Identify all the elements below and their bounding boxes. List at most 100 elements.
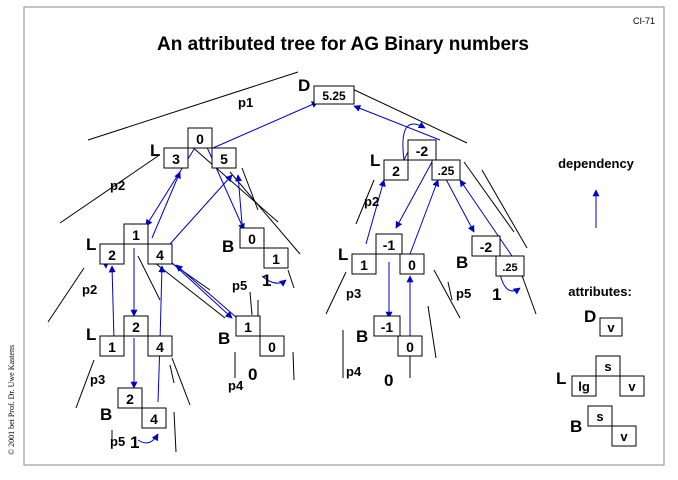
copyright-note: © 2001 bei Prof. Dr. Uwe Kastens (7, 345, 16, 455)
attr-box-s (235, 315, 261, 337)
attr-value-s: 0 (248, 231, 256, 247)
attr-box-lg (99, 243, 125, 265)
legend-attributes-label: attributes: (568, 284, 632, 299)
node-b-left-low: B 2 4 p5 1 (100, 387, 167, 452)
node-b-right: B -2 .25 p5 1 (456, 235, 525, 304)
attr-value-s: 1 (244, 319, 252, 335)
node-l-left-top: L 0 3 5 p2 (110, 127, 237, 193)
digit-leaf: 0 (248, 365, 257, 384)
attr-value-v: .25 (438, 164, 455, 178)
digit-leaf: 1 (492, 285, 501, 304)
node-symbol: L (150, 141, 160, 160)
attr-value-v: .25 (502, 262, 517, 274)
legend-l-box-s (595, 355, 621, 377)
attr-box-v (147, 335, 173, 357)
attr-value-lg: 1 (108, 339, 116, 355)
attr-box-lg (99, 335, 125, 357)
node-symbol: L (338, 245, 348, 264)
attr-box-s (187, 127, 213, 149)
node-l-left-mid: L 1 2 4 p2 (82, 223, 173, 297)
attr-box-s (471, 235, 501, 257)
production-label: p4 (346, 364, 362, 379)
attr-value-v: 4 (150, 411, 158, 427)
attr-box-v (211, 147, 237, 169)
attr-value-v: 1 (272, 251, 280, 267)
node-l-left-low: L 2 1 4 p3 (86, 315, 173, 387)
legend-d-symbol: D (584, 307, 596, 326)
node-b-left-mid: B 1 0 p4 0 (218, 315, 285, 393)
attr-box-s (375, 233, 403, 255)
attr-box-lg (163, 147, 189, 169)
attr-box-s (123, 223, 149, 245)
legend-dependency-label: dependency (558, 156, 635, 171)
node-b-right-low: B -1 0 p4 0 (346, 315, 423, 390)
attr-box-v (397, 335, 423, 357)
digit-leaf: 0 (384, 371, 393, 390)
legend: dependency attributes: D v L s lg v B s … (556, 156, 645, 447)
legend-l-box-lg (571, 375, 597, 397)
node-l-right-low: L -1 1 0 p3 (338, 233, 425, 301)
attr-value-s: -1 (383, 237, 396, 253)
production-label: p5 (232, 278, 247, 293)
production-label: p2 (110, 178, 125, 193)
legend-b-slot-v: v (620, 429, 628, 444)
attr-value-v: 0 (408, 257, 416, 273)
attr-value-s: 2 (126, 391, 134, 407)
node-symbol: B (456, 253, 468, 272)
attr-box-v (399, 253, 425, 275)
attr-box-s (407, 139, 437, 161)
production-label: p5 (110, 434, 125, 449)
node-b-left-top: B 0 1 p5 1 (222, 227, 289, 293)
legend-d-box-v (599, 317, 623, 337)
attr-box-v (147, 243, 173, 265)
attr-value-s: -1 (381, 319, 394, 335)
attr-box-v (263, 247, 289, 269)
production-label: p3 (90, 372, 105, 387)
node-symbol: D (298, 76, 310, 95)
slide-id: CI-71 (633, 16, 655, 26)
attr-box-s (373, 315, 401, 337)
attr-value-v: 0 (268, 339, 276, 355)
production-label: p2 (82, 282, 97, 297)
legend-l-symbol: L (556, 369, 566, 388)
attr-value-v: 4 (156, 247, 164, 263)
attr-box-lg (383, 159, 409, 181)
attr-value-v: 5.25 (322, 89, 346, 103)
attr-value-s: 0 (196, 131, 204, 147)
attr-box-v (259, 335, 285, 357)
production-label: p3 (346, 286, 361, 301)
legend-l-slot-lg: lg (578, 379, 590, 394)
attr-value-lg: 3 (172, 151, 180, 167)
attr-box-v (495, 255, 525, 277)
attr-value-s: -2 (480, 239, 493, 255)
legend-l-slot-v: v (628, 379, 636, 394)
attr-box-s (117, 387, 143, 409)
legend-l-slot-s: s (604, 359, 611, 374)
production-label: p5 (456, 286, 471, 301)
digit-leaf: 1 (130, 433, 139, 452)
production-label: p4 (228, 378, 244, 393)
production-label: p2 (364, 194, 379, 209)
legend-b-box-s (587, 405, 613, 427)
slide-frame (23, 6, 665, 466)
tree-structure-lines (47, 71, 537, 453)
attr-value-lg: 2 (392, 163, 400, 179)
node-symbol: L (86, 235, 96, 254)
node-symbol: B (218, 329, 230, 348)
attr-box-v (431, 159, 461, 181)
node-symbol: B (100, 405, 112, 424)
legend-d-slot-v: v (607, 320, 615, 335)
node-l-right-top: L -2 2 .25 p2 (364, 139, 461, 209)
attr-value-lg: 1 (360, 257, 368, 273)
attr-value-v: 4 (156, 339, 164, 355)
attr-box-s (123, 315, 149, 337)
node-symbol: L (86, 325, 96, 344)
node-symbol: L (370, 151, 380, 170)
attr-value-lg: 2 (108, 247, 116, 263)
node-symbol: B (356, 327, 368, 346)
production-label: p1 (238, 95, 253, 110)
attr-box-lg (351, 253, 377, 275)
node-d-root: D 5.25 p1 (238, 76, 355, 110)
